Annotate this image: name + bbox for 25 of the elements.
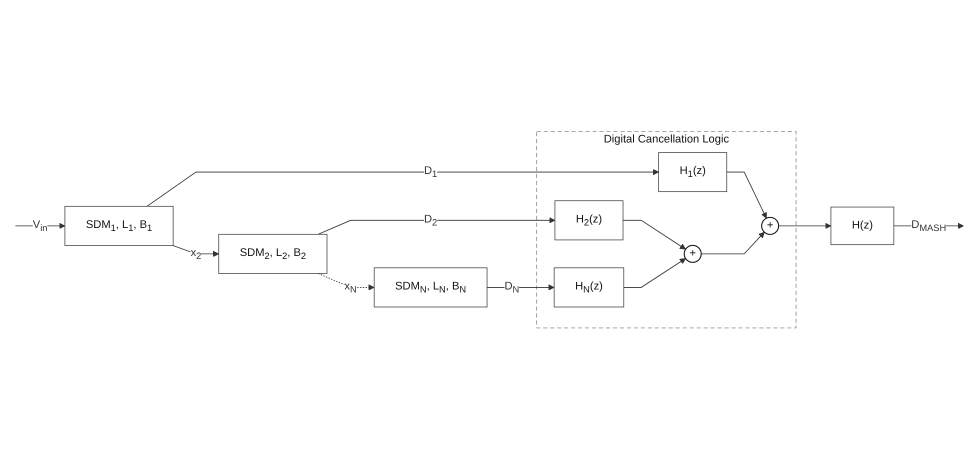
node-box: H$_{2}$(z) <box>554 200 624 240</box>
edge-label: D$_{N}$ <box>504 280 520 294</box>
node-circle: + <box>684 244 702 263</box>
node-box: H$_{1}$(z) <box>658 152 728 192</box>
node-box: H(z) <box>830 206 894 245</box>
edge-label: x$_{2}$ <box>190 246 202 261</box>
edge-label: D$_{MASH}$ <box>911 218 946 233</box>
node-box: H$_{N}$(z) <box>554 267 624 308</box>
arrow <box>14 222 66 229</box>
node-box: SDM$_{1}$, L$_{1}$, B$_{1}$ <box>64 206 174 246</box>
edge-label: D$_{2}$ <box>424 213 438 228</box>
arrow <box>700 232 765 254</box>
arrow <box>146 168 659 206</box>
arrow <box>318 217 556 234</box>
edge-label: D$_{1}$ <box>424 164 438 179</box>
arrow <box>623 258 686 288</box>
arrow <box>778 222 832 229</box>
arrow <box>318 272 374 290</box>
node-circle: + <box>761 216 780 235</box>
node-box: SDM$_{2}$, L$_{2}$, B$_{2}$ <box>218 234 328 274</box>
edge-label: x$_{N}$ <box>344 280 357 294</box>
arrow <box>622 220 686 250</box>
edge-label: V$_{in}$ <box>32 218 48 233</box>
node-box: SDM$_{N}$, L$_{N}$, B$_{N}$ <box>374 267 488 308</box>
arrow <box>726 171 767 218</box>
